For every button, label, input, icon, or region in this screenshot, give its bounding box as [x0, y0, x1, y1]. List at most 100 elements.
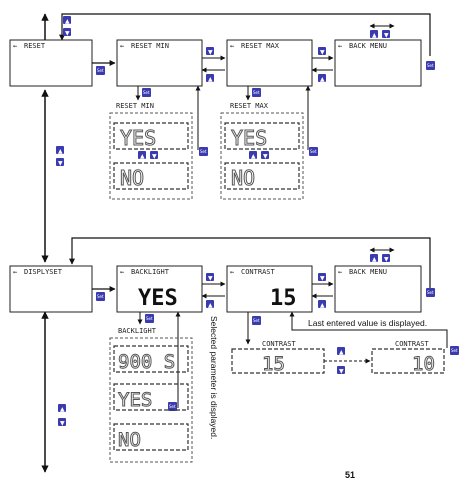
set-button-icon: Set	[145, 314, 154, 323]
down-button-icon: ▼	[206, 47, 214, 56]
last-entered-note: Last entered value is displayed.	[308, 318, 427, 328]
down-button-icon: ▼	[318, 273, 326, 282]
svg-text:NO: NO	[231, 166, 255, 190]
svg-text:DISPLYSET: DISPLYSET	[24, 268, 63, 276]
up-button-icon: ▲	[249, 151, 257, 160]
up-button-icon: ▲	[58, 404, 66, 413]
selected-parameter-note: Selected parameter is displayed.	[209, 316, 219, 439]
svg-text:900 S: 900 S	[118, 351, 175, 373]
svg-text:▲: ▲	[372, 256, 377, 263]
svg-text:▼: ▼	[58, 160, 63, 167]
svg-text:▼: ▼	[320, 275, 325, 282]
set-button-icon: Set	[426, 288, 435, 297]
svg-text:▼: ▼	[384, 32, 389, 39]
back-menu-screen: ← BACK MENU	[334, 39, 422, 87]
up-button-icon: ▲	[370, 30, 378, 39]
svg-text:15: 15	[262, 353, 285, 375]
set-button-icon: Set	[450, 346, 459, 355]
svg-text:CONTRAST: CONTRAST	[241, 268, 276, 276]
svg-text:RESET MIN: RESET MIN	[131, 42, 169, 50]
set-button-icon: Set	[142, 88, 151, 97]
svg-text:←: ←	[230, 42, 234, 50]
up-button-icon: ▲	[206, 300, 214, 309]
svg-text:▼: ▼	[320, 49, 325, 56]
svg-text:▼: ▼	[60, 420, 65, 427]
svg-text:RESET MIN: RESET MIN	[116, 102, 154, 110]
svg-text:▲: ▲	[208, 302, 213, 309]
svg-text:▲: ▲	[65, 18, 70, 25]
svg-text:BACKLIGHT: BACKLIGHT	[118, 327, 157, 335]
svg-text:▲: ▲	[58, 148, 63, 155]
svg-text:Set: Set	[451, 348, 458, 353]
svg-text:←: ←	[338, 268, 342, 276]
svg-text:YES: YES	[120, 126, 156, 150]
svg-text:RESET MAX: RESET MAX	[241, 42, 280, 50]
svg-text:▲: ▲	[208, 76, 213, 83]
svg-text:Set: Set	[253, 318, 260, 323]
contrast-screen: ← CONTRAST 15	[226, 265, 313, 313]
svg-text:Set: Set	[97, 294, 104, 299]
svg-text:Set: Set	[200, 149, 207, 154]
reset-row: ← RESET Set ← RESET MIN ▼ ▲ ← RESET MAX …	[9, 13, 435, 200]
svg-text:←: ←	[13, 268, 17, 276]
svg-text:YES: YES	[118, 389, 152, 411]
svg-text:NO: NO	[120, 166, 144, 190]
reset-max-options: YES NO ▲ ▼	[220, 112, 304, 200]
set-button-icon: Set	[199, 147, 208, 156]
reset-label: RESET	[24, 42, 46, 50]
svg-text:10: 10	[412, 353, 435, 375]
down-button-icon: ▼	[382, 30, 390, 39]
up-button-icon: ▲	[138, 151, 146, 160]
set-button-icon: Set	[309, 147, 318, 156]
svg-text:Set: Set	[427, 290, 434, 295]
svg-text:▼: ▼	[384, 256, 389, 263]
svg-text:←: ←	[338, 42, 342, 50]
set-button-icon: Set	[168, 402, 177, 411]
svg-text:Set: Set	[169, 404, 176, 409]
reset-min-options: YES NO ▲ ▼	[109, 112, 193, 200]
contrast-new-value-screen: 10	[371, 348, 445, 376]
back-menu-return-line	[59, 13, 431, 56]
svg-text:←: ←	[120, 268, 124, 276]
reset-max-screen: ← RESET MAX	[226, 39, 313, 87]
up-button-icon: ▲	[206, 74, 214, 83]
svg-text:Set: Set	[143, 90, 150, 95]
down-button-icon: ▼	[58, 418, 66, 427]
svg-text:▲: ▲	[372, 32, 377, 39]
backlight-screen: ← BACKLIGHT YES	[116, 265, 203, 313]
down-button-icon: ▼	[63, 28, 71, 37]
contrast-old-value-screen: 15	[231, 348, 325, 376]
set-button-icon: Set	[252, 88, 261, 97]
up-button-icon: ▲	[63, 16, 71, 25]
back-menu-screen: ← BACK MENU	[334, 265, 422, 313]
up-button-icon: ▲	[370, 254, 378, 263]
svg-text:←: ←	[120, 42, 124, 50]
down-button-icon: ▼	[261, 151, 269, 160]
svg-text:▼: ▼	[339, 368, 344, 375]
svg-text:▲: ▲	[140, 153, 145, 160]
up-button-icon: ▲	[337, 347, 345, 356]
down-button-icon: ▼	[206, 273, 214, 282]
reset-min-screen: ← RESET MIN	[116, 39, 203, 87]
svg-text:←: ←	[13, 42, 17, 50]
svg-text:BACK MENU: BACK MENU	[349, 268, 387, 276]
back-menu-return-line	[69, 237, 431, 290]
svg-text:CONTRAST: CONTRAST	[262, 340, 297, 348]
down-button-icon: ▼	[56, 158, 64, 167]
svg-text:▼: ▼	[65, 30, 70, 37]
svg-text:RESET MAX: RESET MAX	[230, 102, 269, 110]
set-button-icon: Set	[252, 316, 261, 325]
svg-text:▲: ▲	[320, 302, 325, 309]
svg-text:BACKLIGHT: BACKLIGHT	[131, 268, 170, 276]
backlight-options: 900 S YES NO	[109, 337, 193, 463]
down-button-icon: ▼	[382, 254, 390, 263]
svg-text:▲: ▲	[251, 153, 256, 160]
svg-text:Set: Set	[253, 90, 260, 95]
svg-text:▼: ▼	[152, 153, 157, 160]
display-row: ← DISPLYSET Set ← BACKLIGHT YES ▼ ▲ ← CO…	[9, 237, 459, 463]
down-button-icon: ▼	[318, 47, 326, 56]
svg-text:YES: YES	[231, 126, 267, 150]
svg-text:▼: ▼	[208, 49, 213, 56]
svg-text:Set: Set	[146, 316, 153, 321]
